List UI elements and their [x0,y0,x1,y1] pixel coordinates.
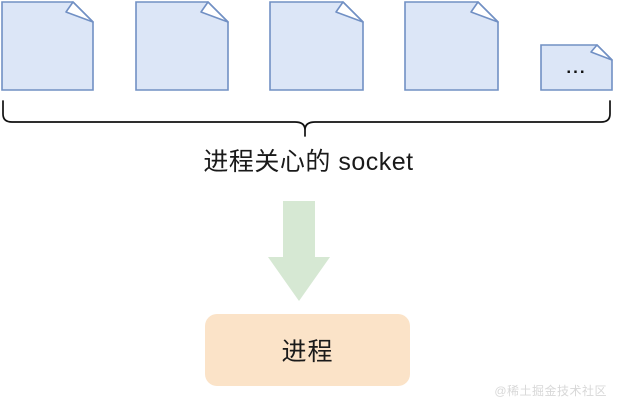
socket-more-fold [590,44,613,61]
socket-3-fold [335,1,364,23]
curly-brace [2,100,611,137]
socket-4[interactable] [404,1,499,91]
socket-more-body [540,44,613,91]
socket-1-body [1,1,94,91]
process-box-shape [205,314,410,386]
socket-3[interactable] [269,1,364,91]
socket-2-body [135,1,229,91]
socket-4-body [404,1,499,91]
socket-more[interactable] [540,44,613,91]
process-box-label: 进程 [281,338,334,366]
curly-brace-path [2,100,611,137]
socket-1[interactable] [1,1,94,91]
socket-3-body [269,1,364,91]
socket-more-label: ... [566,57,587,77]
down-arrow-shape [268,201,330,301]
socket-2[interactable] [135,1,229,91]
socket-4-fold [470,1,499,23]
process-box[interactable] [205,314,410,386]
down-arrow [268,201,330,301]
socket-2-fold [200,1,229,23]
socket-1-fold [65,1,94,23]
watermark-text: @稀土掘金技术社区 [494,384,607,398]
socket-group-label: 进程关心的 socket [203,148,414,176]
socket-group [1,1,613,91]
